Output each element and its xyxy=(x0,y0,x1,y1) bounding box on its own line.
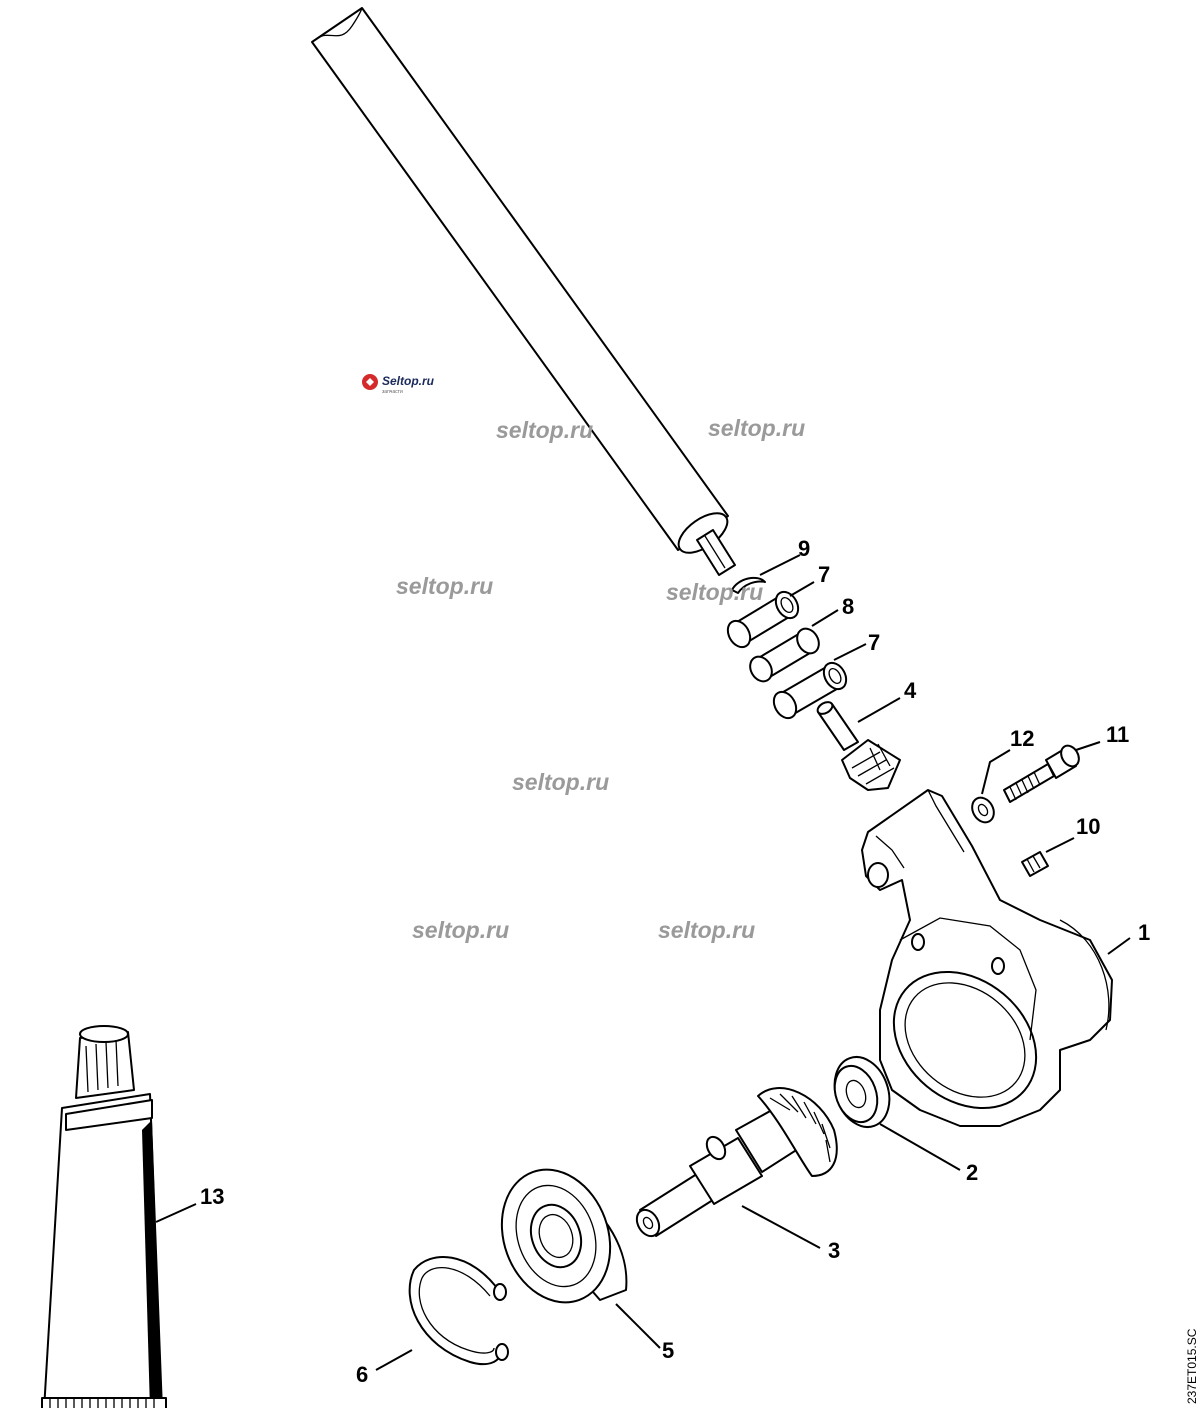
callout-4: 4 xyxy=(904,678,917,703)
callout-8: 8 xyxy=(842,594,854,619)
set-screw-10-icon xyxy=(1021,851,1049,877)
callout-5: 5 xyxy=(662,1338,674,1363)
bearing-7-upper-icon xyxy=(726,590,800,649)
callout-1: 1 xyxy=(1138,920,1150,945)
watermark-text: seltop.ru xyxy=(708,415,805,441)
callout-7-upper: 7 xyxy=(818,562,830,587)
watermark-text: seltop.ru xyxy=(512,769,609,795)
logo-text: Seltop.ru xyxy=(382,374,435,388)
washer-12-icon xyxy=(971,796,995,824)
watermarks: seltop.ru seltop.ru seltop.ru seltop.ru … xyxy=(396,415,805,943)
watermark-text: seltop.ru xyxy=(658,917,755,943)
gear-housing-1-icon xyxy=(861,789,1113,1127)
callout-12: 12 xyxy=(1010,726,1034,751)
watermark-text: seltop.ru xyxy=(666,579,763,605)
bevel-gear-shaft-3-icon xyxy=(635,1087,838,1238)
screw-11-icon xyxy=(1003,744,1080,803)
callout-9: 9 xyxy=(798,536,810,561)
drive-tube-icon xyxy=(311,7,736,576)
grease-tube-13-icon xyxy=(41,1025,167,1408)
seltop-logo: Seltop.ru запчасти xyxy=(362,374,435,395)
bearing-2-icon xyxy=(833,1056,891,1128)
logo-subtext: запчасти xyxy=(382,389,403,395)
leader-lines xyxy=(155,554,1131,1371)
watermark-text: seltop.ru xyxy=(396,573,493,599)
watermark-text: seltop.ru xyxy=(496,417,593,443)
callout-6: 6 xyxy=(356,1362,368,1387)
drawing-code: 237ET015.SC xyxy=(1185,1328,1199,1404)
callout-11: 11 xyxy=(1106,722,1129,747)
callout-2: 2 xyxy=(966,1160,978,1185)
bearing-7-lower-icon xyxy=(772,661,848,720)
pinion-4-icon xyxy=(816,701,901,791)
spacer-8-icon xyxy=(749,627,820,683)
callout-7-lower: 7 xyxy=(868,630,880,655)
callout-13: 13 xyxy=(200,1184,224,1209)
circlip-6-icon xyxy=(408,1256,509,1366)
circlip-9-icon xyxy=(731,576,766,594)
bearing-5-icon xyxy=(500,1168,628,1304)
callout-labels: 1 2 3 4 5 6 7 7 8 9 10 11 12 13 xyxy=(200,536,1150,1387)
callout-10: 10 xyxy=(1076,814,1100,839)
watermark-text: seltop.ru xyxy=(412,917,509,943)
callout-3: 3 xyxy=(828,1238,840,1263)
